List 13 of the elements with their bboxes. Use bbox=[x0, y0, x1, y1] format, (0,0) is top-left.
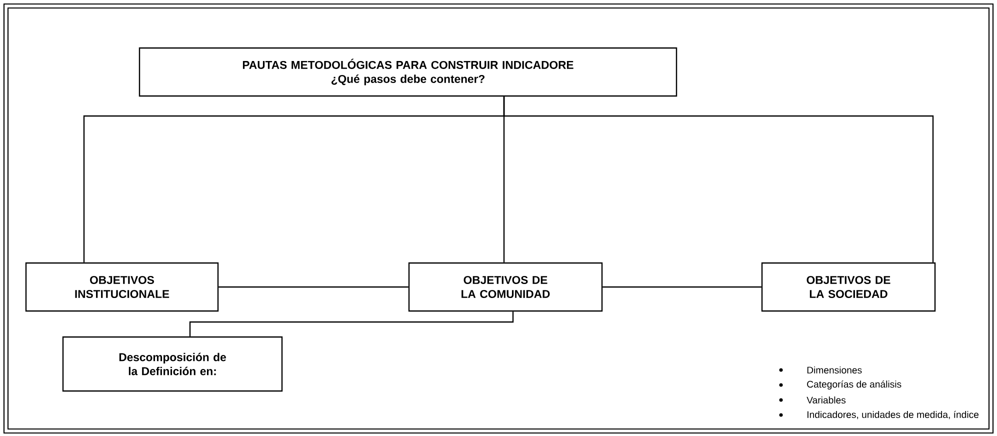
bullet-item: Indicadores, unidades de medida, índice bbox=[779, 410, 979, 420]
connector-line bbox=[218, 286, 408, 288]
bullet-item: Dimensiones bbox=[779, 366, 862, 374]
bullet-item: Categorías de análisis bbox=[779, 380, 902, 390]
bullet-item: Variables bbox=[779, 396, 846, 404]
text-box: PAUTAS METODOLÓGICAS PARA CONSTRUIR INDICADORE ¿Qué pasos debe contener? bbox=[138, 47, 678, 97]
connector-line bbox=[189, 312, 514, 336]
text-box: OBJETIVOS DE LA SOCIEDAD bbox=[761, 262, 936, 312]
text-box: OBJETIVOS DE LA COMUNIDAD bbox=[408, 262, 603, 312]
connector-line bbox=[503, 96, 934, 262]
text-box: OBJETIVOS INSTITUCIONALE bbox=[25, 262, 219, 312]
text-box: Descomposición de la Definición en: bbox=[62, 336, 283, 392]
connector-line bbox=[602, 286, 762, 288]
